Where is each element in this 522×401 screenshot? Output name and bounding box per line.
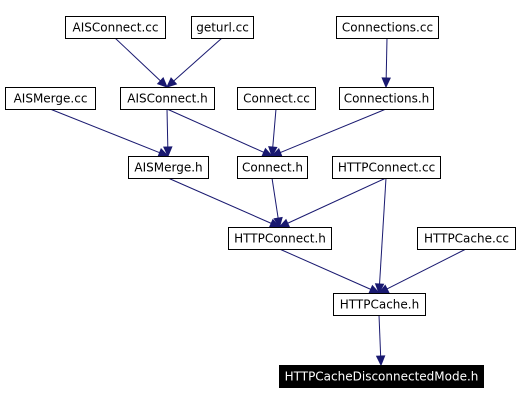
edge-line <box>279 248 371 290</box>
node-aismerge-h[interactable]: AISMerge.h <box>128 156 209 179</box>
edge-line <box>378 314 382 357</box>
node-connections-cc[interactable]: Connections.cc <box>336 16 439 39</box>
node-httpconnect-h[interactable]: HTTPConnect.h <box>228 227 332 250</box>
edge-connections-cc-to-connections-h <box>381 37 391 89</box>
arrowhead-icon <box>374 283 385 295</box>
arrowhead-icon <box>375 355 386 367</box>
edge-line <box>167 177 272 224</box>
node-httpcachedisconnectedmode-h: HTTPCacheDisconnectedMode.h <box>279 365 484 388</box>
edge-httpconnect-cc-to-httpcache-h <box>374 177 387 295</box>
node-box <box>333 293 426 316</box>
node-aisconnect-cc[interactable]: AISConnect.cc <box>65 16 166 39</box>
node-box <box>237 87 316 110</box>
edge-line <box>272 108 277 148</box>
node-box <box>128 156 209 179</box>
edge-httpcache-cc-to-httpcache-h <box>377 248 467 294</box>
node-label: geturl.cc <box>196 21 249 35</box>
edge-line <box>173 37 223 82</box>
edge-aismerge-h-to-httpconnect-h <box>167 177 281 228</box>
node-label: AISMerge.h <box>134 161 202 175</box>
edge-line <box>166 108 264 153</box>
node-connect-h[interactable]: Connect.h <box>237 156 308 179</box>
edge-line <box>287 177 387 224</box>
node-box <box>65 16 166 39</box>
edge-aismerge-cc-to-aismerge-h <box>49 108 170 157</box>
node-box <box>191 16 254 39</box>
edge-aisconnect-cc-to-aisconnect-h <box>114 37 168 88</box>
node-geturl-cc[interactable]: geturl.cc <box>191 16 254 39</box>
arrowhead-icon <box>273 216 283 229</box>
node-aismerge-cc[interactable]: AISMerge.cc <box>5 87 96 110</box>
node-box <box>237 156 308 179</box>
node-label: HTTPConnect.h <box>234 232 326 246</box>
node-box <box>120 87 215 110</box>
node-aisconnect-h[interactable]: AISConnect.h <box>120 87 215 110</box>
node-httpconnect-cc[interactable]: HTTPConnect.cc <box>332 156 441 179</box>
node-httpcache-h[interactable]: HTTPCache.h <box>333 293 426 316</box>
node-label: Connections.cc <box>342 21 433 35</box>
node-box <box>279 365 484 388</box>
node-httpcache-cc[interactable]: HTTPCache.cc <box>417 227 516 250</box>
arrowhead-icon <box>163 146 173 158</box>
node-label: AISConnect.h <box>127 92 207 106</box>
edge-line <box>386 248 467 290</box>
edge-line <box>385 37 388 79</box>
node-box <box>5 87 96 110</box>
arrowhead-icon <box>166 77 178 88</box>
edge-line <box>114 37 161 82</box>
node-box <box>228 227 332 250</box>
edge-aisconnect-h-to-connect-h <box>166 108 274 157</box>
edge-aisconnect-h-to-aismerge-h <box>163 108 173 158</box>
graph-edges <box>49 37 467 367</box>
edge-httpconnect-h-to-httpcache-h <box>279 248 381 294</box>
edge-line <box>166 108 169 148</box>
arrowhead-icon <box>268 146 278 158</box>
node-label: Connect.cc <box>243 92 310 106</box>
node-box <box>417 227 516 250</box>
graph-nodes: AISConnect.cc geturl.cc Connections.ccAISM… <box>5 16 516 388</box>
edge-httpconnect-cc-to-httpconnect-h <box>278 177 387 228</box>
edge-geturl-cc-to-aisconnect-h <box>166 37 223 88</box>
edge-connections-h-to-connect-h <box>270 108 387 157</box>
node-connect-cc[interactable]: Connect.cc <box>237 87 316 110</box>
node-label: HTTPCache.cc <box>424 232 509 246</box>
edge-connect-cc-to-connect-h <box>268 108 278 158</box>
node-box <box>339 87 434 110</box>
node-label: HTTPCache.h <box>340 298 419 312</box>
node-label: Connections.h <box>344 92 430 106</box>
node-connections-h[interactable]: Connections.h <box>339 87 434 110</box>
node-label: Connect.h <box>242 161 303 175</box>
node-label: HTTPCacheDisconnectedMode.h <box>285 370 479 384</box>
node-box <box>336 16 439 39</box>
node-label: HTTPConnect.cc <box>338 161 435 175</box>
node-label: AISConnect.cc <box>73 21 159 35</box>
edge-line <box>280 108 387 154</box>
arrowhead-icon <box>278 218 291 228</box>
arrowhead-icon <box>381 77 391 89</box>
edge-connect-h-to-httpconnect-h <box>271 177 283 229</box>
node-box <box>332 156 441 179</box>
edge-line <box>379 177 387 285</box>
edge-line <box>49 108 160 154</box>
node-label: AISMerge.cc <box>14 92 88 106</box>
edge-httpcache-h-to-httpcachedisconnectedmode-h <box>375 314 386 367</box>
arrowhead-icon <box>261 147 274 157</box>
edge-line <box>271 177 279 219</box>
arrowhead-icon <box>156 77 168 88</box>
arrowhead-icon <box>377 284 390 294</box>
